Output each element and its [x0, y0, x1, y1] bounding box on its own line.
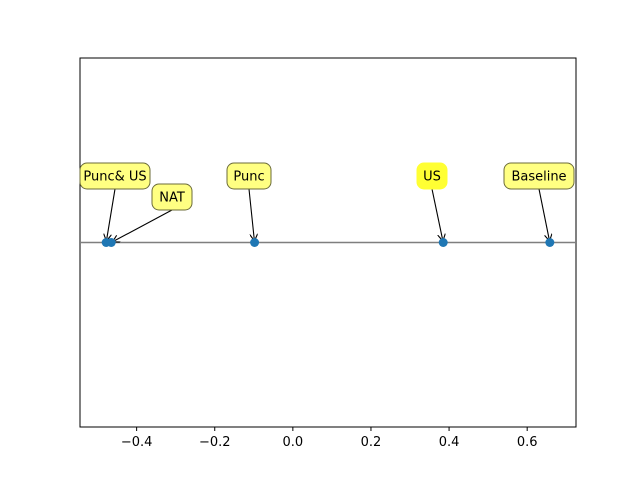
annotation-box	[416, 162, 448, 190]
data-point	[106, 238, 116, 247]
data-point	[545, 238, 555, 247]
annotation-label: Baseline	[503, 162, 575, 190]
annotation-box	[503, 162, 575, 190]
annotation-arrow	[106, 188, 116, 241]
annotation-label: NAT	[151, 183, 193, 211]
annotation-text: Punc	[233, 170, 264, 185]
annotation-arrow	[248, 188, 254, 241]
annotation-label: Punc	[226, 162, 272, 190]
annotation-arrow	[431, 188, 443, 241]
x-tick-label: 0.6	[517, 435, 538, 450]
annotation-text: Baseline	[511, 170, 566, 185]
annotation-text: NAT	[159, 191, 185, 206]
annotation-text: Punc& US	[83, 170, 146, 185]
x-tick-label: 0.4	[439, 435, 460, 450]
data-point	[250, 238, 260, 247]
data-point	[438, 238, 448, 247]
x-tick-label: 0.0	[283, 435, 304, 450]
annotation-text: US	[423, 170, 441, 185]
x-tick-label: 0.2	[361, 435, 382, 450]
annotation-box	[226, 162, 272, 190]
annotation-arrow	[113, 209, 173, 242]
x-tick-label: −0.4	[121, 435, 153, 450]
annotation-arrow	[538, 188, 550, 241]
annotation-box	[79, 162, 151, 190]
annotation-label: Punc& US	[79, 162, 151, 190]
annotation-label: US	[416, 162, 448, 190]
x-tick-label: −0.2	[199, 435, 231, 450]
annotation-box	[151, 183, 193, 211]
